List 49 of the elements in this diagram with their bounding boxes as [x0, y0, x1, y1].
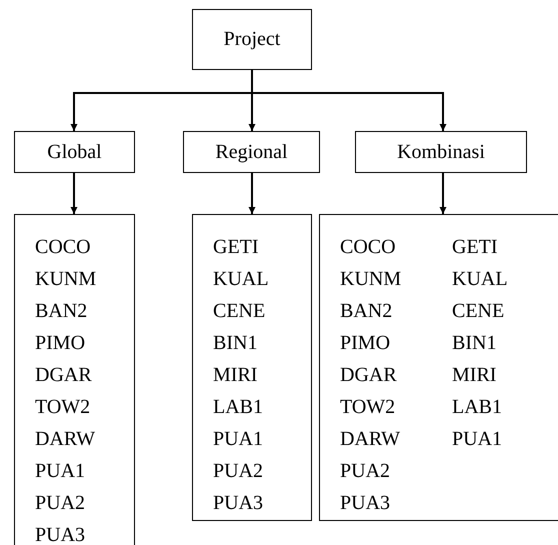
station-code: KUAL [452, 269, 508, 289]
box-label: Project [224, 28, 280, 51]
station-code: CENE [213, 301, 266, 321]
station-code: DGAR [35, 365, 92, 385]
station-code: PUA2 [35, 493, 86, 513]
category-box [14, 131, 135, 173]
station-code: TOW2 [340, 397, 396, 417]
arrow [70, 173, 78, 214]
station-code: DGAR [340, 365, 397, 385]
station-code: COCO [35, 237, 91, 257]
box-label: Regional [215, 140, 288, 164]
station-code: PUA1 [452, 429, 502, 449]
station-code: MIRI [213, 365, 258, 385]
station-code: PIMO [340, 333, 390, 353]
station-code: CENE [452, 301, 504, 321]
arrow [440, 173, 446, 214]
category-box [192, 9, 312, 70]
box-label: Kombinasi [397, 140, 485, 164]
station-list-box [14, 214, 135, 545]
arrow [248, 173, 256, 214]
station-code: LAB1 [452, 397, 502, 417]
station-code: TOW2 [35, 397, 90, 417]
station-code: DARW [340, 429, 400, 449]
station-code: DARW [35, 429, 95, 449]
station-code: KUNM [340, 269, 402, 289]
station-list-box [319, 214, 558, 521]
station-code: BIN1 [213, 333, 258, 353]
station-code: PUA3 [340, 493, 390, 513]
station-code: BIN1 [452, 333, 496, 353]
station-code: BAN2 [35, 301, 88, 321]
station-code: PUA3 [213, 493, 264, 513]
station-list-box [192, 214, 312, 521]
station-code: PUA2 [340, 461, 390, 481]
station-code: GETI [213, 237, 259, 257]
category-box [355, 131, 527, 173]
station-code: PIMO [35, 333, 86, 353]
station-code: GETI [452, 237, 498, 257]
station-code: PUA3 [35, 525, 86, 545]
station-code: PUA1 [35, 461, 86, 481]
station-code: PUA2 [213, 461, 264, 481]
station-code: KUAL [213, 269, 269, 289]
station-code: KUNM [35, 269, 96, 289]
station-code: PUA1 [213, 429, 264, 449]
station-code: COCO [340, 237, 396, 257]
category-box [183, 131, 320, 173]
box-label: Global [47, 140, 102, 164]
station-code: BAN2 [340, 301, 392, 321]
station-code: LAB1 [213, 397, 263, 417]
station-code: MIRI [452, 365, 496, 385]
